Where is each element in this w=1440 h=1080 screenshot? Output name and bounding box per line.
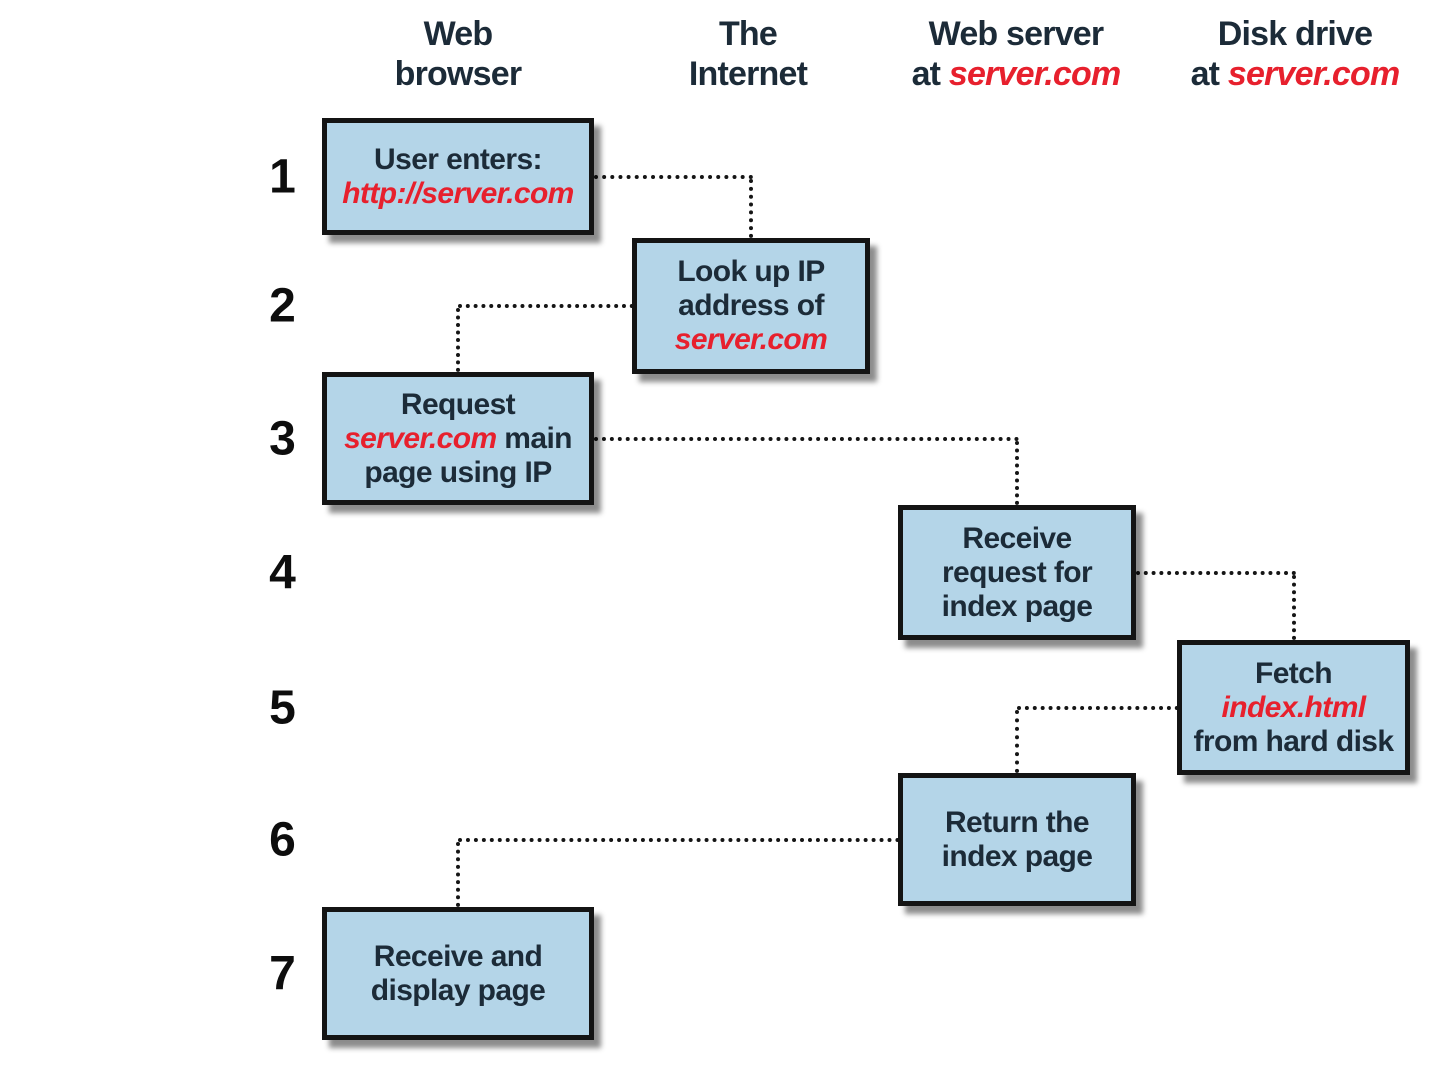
box-text-line: index.html <box>1221 690 1366 725</box>
box-text-line: Return the <box>944 805 1090 840</box>
connector-6-7-horizontal <box>458 838 900 842</box>
connector-1-2-horizontal <box>594 175 753 179</box>
connector-3-4-horizontal <box>594 437 1019 441</box>
text-segment: Request <box>400 387 516 421</box>
step-number-3: 3 <box>269 412 296 465</box>
text-segment: Return the <box>944 805 1090 839</box>
column-header-line: browser <box>308 54 608 94</box>
column-header-line: Web server <box>866 14 1166 54</box>
text-segment: at <box>1190 55 1228 93</box>
step-number-2: 2 <box>269 279 296 333</box>
highlighted-text-segment: server.com <box>948 55 1121 93</box>
box-text-line: http://server.com <box>342 177 574 211</box>
step-number-6: 6 <box>269 813 296 866</box>
box-text-line: index page <box>942 590 1093 624</box>
connector-3-4-vertical <box>1015 441 1019 505</box>
column-header-line: Disk drive <box>1145 14 1440 54</box>
text-segment: page using IP <box>364 455 552 489</box>
connector-5-6-vertical <box>1015 710 1019 773</box>
box-text-line: Receive <box>962 521 1072 556</box>
text-segment: Web server <box>928 15 1105 53</box>
text-segment: Internet <box>688 55 808 93</box>
text-segment: from hard disk <box>1193 724 1395 758</box>
box-text-line: address of <box>678 289 824 323</box>
box-text-line: server.com <box>674 323 828 357</box>
connector-1-2-vertical <box>749 179 753 238</box>
step-box-1: User enters:http://server.com <box>322 118 594 235</box>
connector-2-3-horizontal <box>458 304 634 308</box>
box-text-line: Request <box>400 387 516 422</box>
step-number-7: 7 <box>269 947 296 1000</box>
text-segment: Web <box>423 15 494 53</box>
connector-4-5-horizontal <box>1136 571 1296 575</box>
box-text-line: index page <box>942 840 1093 874</box>
text-segment: Receive <box>962 521 1072 555</box>
connector-2-3-vertical <box>456 308 460 372</box>
highlighted-text-segment: server.com <box>674 323 828 356</box>
box-text-line: display page <box>371 974 546 1008</box>
text-segment: request for <box>941 555 1093 589</box>
box-text-line: Fetch <box>1254 656 1333 691</box>
connector-6-7-vertical <box>456 842 460 907</box>
box-text-line: server.com main <box>344 422 572 456</box>
column-header-line: Internet <box>598 54 898 94</box>
highlighted-text-segment: http://server.com <box>342 176 574 210</box>
text-segment: Receive and <box>373 939 543 973</box>
box-text-line: page using IP <box>364 455 552 490</box>
text-segment: address of <box>678 289 824 322</box>
box-text-line: Receive and <box>374 940 543 974</box>
text-segment: User enters: <box>374 142 542 176</box>
text-segment: at <box>911 55 949 93</box>
box-text-line: from hard disk <box>1193 724 1395 759</box>
highlighted-text-segment: index.html <box>1221 690 1366 724</box>
text-segment: The <box>718 15 778 53</box>
column-header-line: at server.com <box>1145 54 1440 94</box>
text-segment: display page <box>370 973 546 1007</box>
connector-4-5-vertical <box>1292 575 1296 640</box>
step-number-4: 4 <box>269 546 296 599</box>
box-text-line: User enters: <box>374 143 542 177</box>
column-header-line: at server.com <box>866 54 1166 94</box>
text-segment: Disk drive <box>1217 15 1373 53</box>
step-number-1: 1 <box>269 150 296 203</box>
box-text-line: Look up IP <box>677 255 825 289</box>
text-segment: main <box>496 421 572 455</box>
text-segment: Fetch <box>1254 656 1333 690</box>
box-text-line: request for <box>941 555 1093 590</box>
text-segment: index page <box>941 839 1093 873</box>
highlighted-text-segment: server.com <box>344 421 497 455</box>
step-number-5: 5 <box>269 681 296 734</box>
column-header-line: Web <box>308 14 608 54</box>
column-header-line: The <box>598 14 898 54</box>
connector-5-6-horizontal <box>1017 706 1179 710</box>
text-segment: index page <box>941 589 1093 623</box>
text-segment: browser <box>394 55 522 93</box>
highlighted-text-segment: server.com <box>1227 55 1400 93</box>
text-segment: Look up IP <box>677 255 825 288</box>
